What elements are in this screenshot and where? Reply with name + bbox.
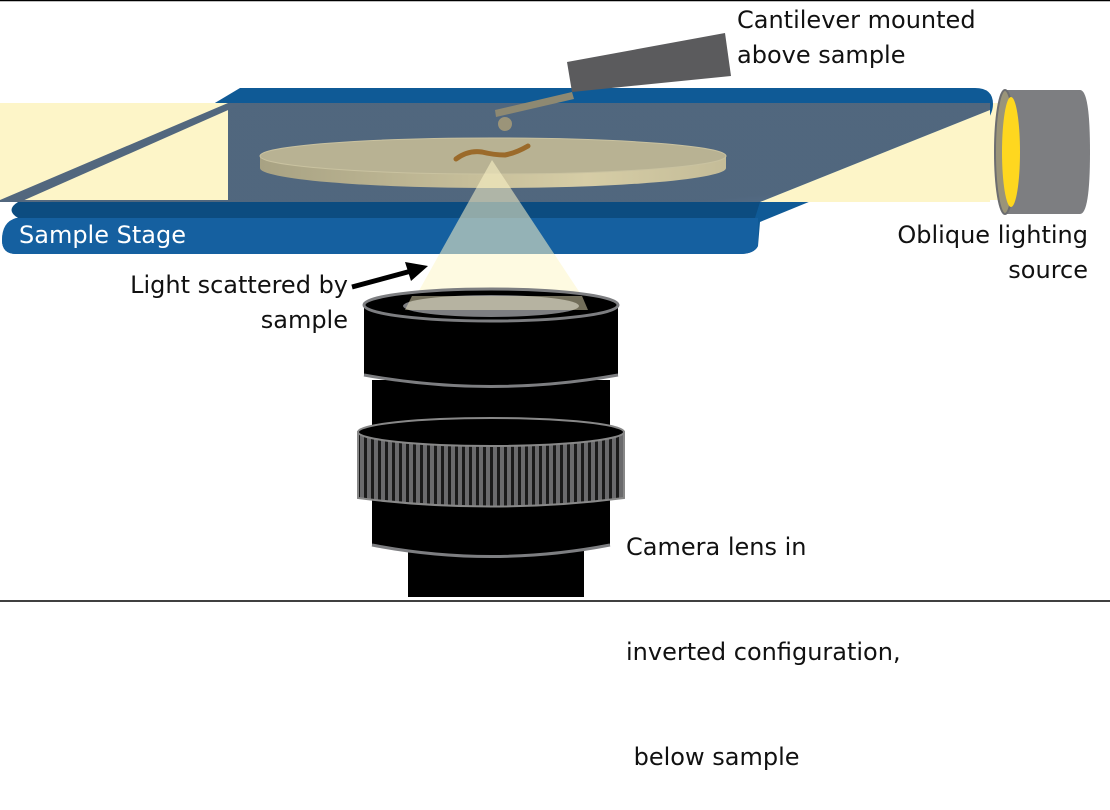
lighting-source-label: Oblique lighting source: [897, 218, 1088, 288]
focus-ring: [357, 417, 625, 508]
lighting-source-label-line1: Oblique lighting: [897, 221, 1088, 249]
lighting-source-label-line2: source: [1008, 256, 1088, 284]
scattered-light-label-line1: Light scattered by: [130, 271, 348, 299]
scattered-light-label-line2: sample: [260, 306, 348, 334]
cantilever-label-line2: above sample: [737, 41, 906, 69]
cantilever: [495, 33, 731, 131]
camera-lens-label: Camera lens in inverted configuration, b…: [626, 460, 901, 810]
microscope-setup-diagram: [0, 0, 1110, 602]
scattered-light-cone: [416, 160, 582, 296]
scattered-light-label: Light scattered by sample: [130, 268, 348, 338]
sample-stage-label: Sample Stage: [19, 221, 186, 249]
scattered-light-arrow: [351, 262, 428, 290]
camera-lens-label-line1: Camera lens in: [626, 533, 807, 561]
stage-front-edge: [2, 218, 758, 254]
worm-sample: [453, 143, 531, 162]
camera-lens: [357, 287, 625, 597]
camera-lens-label-line3: below sample: [626, 743, 800, 771]
camera-lens-label-line2: inverted configuration,: [626, 638, 901, 666]
oblique-lighting-source: [994, 89, 1090, 215]
cantilever-label: Cantilever mounted above sample: [737, 3, 976, 73]
cantilever-label-line1: Cantilever mounted: [737, 6, 976, 34]
